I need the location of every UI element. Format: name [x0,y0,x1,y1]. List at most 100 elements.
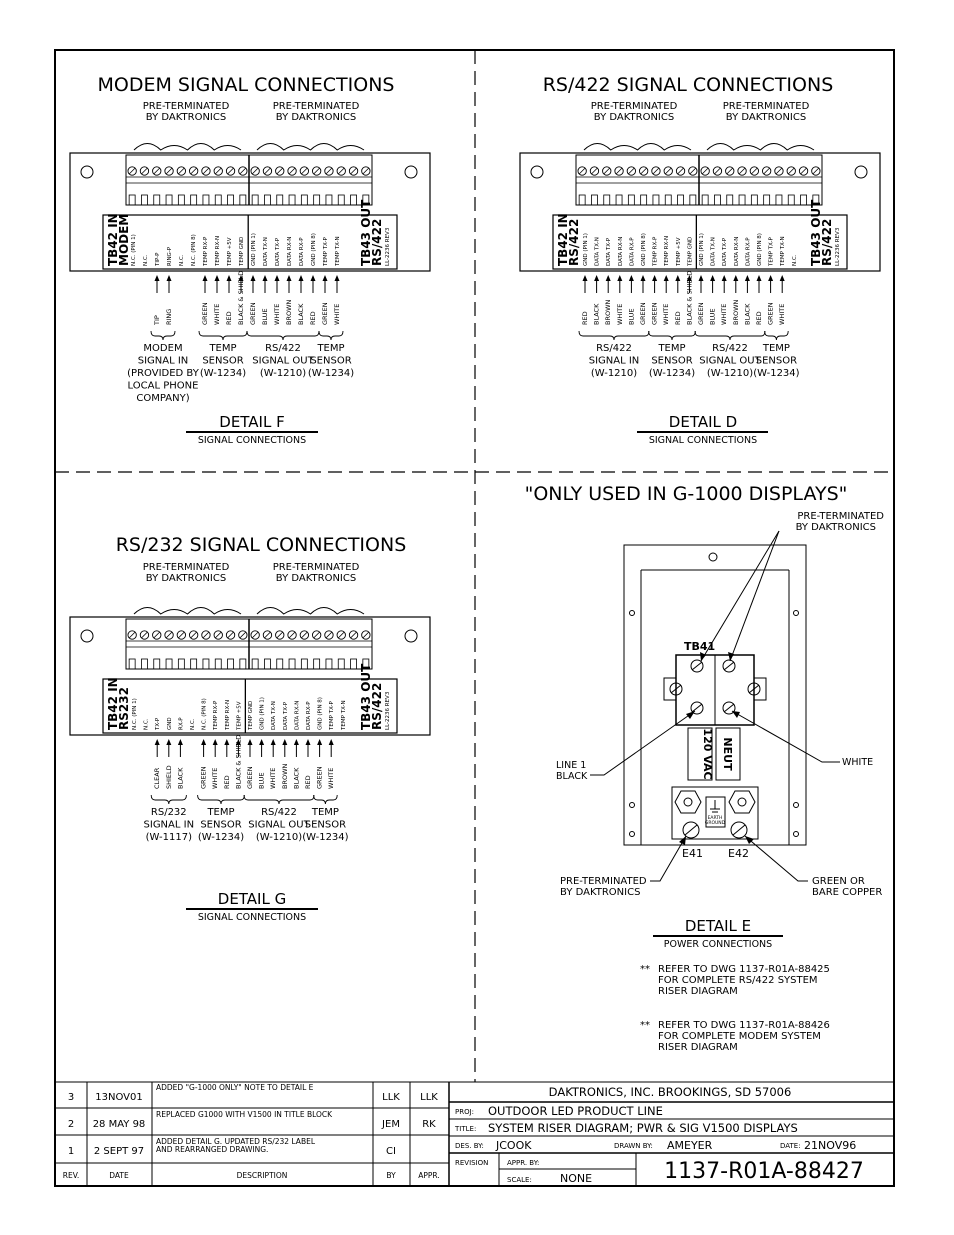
terminal-pin [227,658,234,670]
detail-d-rs422: RS/422 SIGNAL CONNECTIONS PRE-TERMINATED… [519,74,881,446]
earth-ground-icon [710,800,720,813]
terminal-screw [762,166,772,176]
wire-color-label: BLACK [292,767,300,789]
board-outline [69,616,431,736]
terminal-screw [577,166,587,176]
screw-slot [714,167,721,175]
terminal-pin [313,658,321,670]
screw-slot [677,167,684,175]
group-brace [198,330,248,341]
arrow-head [286,275,292,281]
terminal-label: DATA TX-N [271,701,277,730]
reference-note-1: ** REFER TO DWG 1137-R01A-88425 FOR COMP… [640,964,830,997]
arrow-head [177,739,183,745]
wire-color-label: GREEN [321,302,329,325]
group-caption: TEMP [316,343,344,354]
screw-slot [178,167,185,175]
group-brace [246,330,320,341]
mount-hole [629,610,635,616]
note-line: RISER DIAGRAM [658,1042,738,1053]
terminal-screw [336,630,346,640]
terminal-pin [763,194,771,206]
wire-color-label: GREEN [651,302,659,325]
terminal-label: GND (PIN 1) [251,233,257,266]
arrow-head [721,275,727,281]
terminal-pin [337,194,345,206]
group-caption: SENSOR [756,356,797,367]
screw-slot [615,167,623,175]
screw-slot [800,167,807,175]
screw-slot [239,167,247,175]
terminal-screw [602,166,612,176]
group-brace [318,330,344,341]
terminal-screw [188,166,199,176]
arrow-head [262,275,268,281]
wire-color-label: BLUE [627,308,635,325]
wire-color-label: BLACK [743,303,751,325]
terminal-pin [214,658,222,670]
terminal-label: DATA TX-P [606,237,612,266]
pre-terminated-cable [133,607,242,615]
wire-color-label: RED [755,311,763,325]
date-cell: 2 SEPT 97 [94,1146,144,1157]
pre-terminated-right-2: BY DAKTRONICS [726,112,806,123]
g1000-note-heading: "ONLY USED IN G-1000 DISPLAYS" [525,483,848,505]
neut-label: NEUT [721,737,734,771]
terminal-pin [652,194,660,206]
screw-slot [362,167,370,175]
terminal-screw [164,630,174,640]
terminal-pin [239,658,247,670]
group-caption: RS/422 [265,343,301,354]
arrow-head [328,739,334,745]
terminal-pin [337,658,345,670]
arrow-head [154,275,160,281]
board-outline [69,152,431,272]
e42-label: E42 [728,847,749,860]
pre-terminated-cable [706,143,815,151]
terminal-pin [350,658,357,670]
green-copper-label: GREEN OR [812,876,865,887]
group-caption: TEMP [206,807,234,818]
arrow-head [710,275,716,281]
arrow-head [293,739,299,745]
mount-hole [629,831,635,837]
screw-slot [787,167,795,175]
board-part-number: LL-2236 REV3 [385,227,391,266]
terminal-label: GND (PIN 8) [311,233,317,266]
detail-e-power: "ONLY USED IN G-1000 DISPLAYS" PRE-TERMI… [525,483,885,1053]
terminal-screw [262,630,273,640]
arrow-head [202,275,208,281]
terminal-label: TEMP TX-N [780,236,786,267]
appr-label: APPR. BY: [507,1159,539,1167]
screw-slot [128,167,136,175]
terminal-pin [153,194,161,206]
terminal-screw [238,630,248,640]
terminal-label: TEMP GND [239,237,245,267]
terminal-pin [141,658,148,670]
rev-cell: 3 [68,1092,74,1103]
group-caption: SIGNAL IN [589,356,640,367]
terminal-label: GND (PIN 8) [757,233,763,266]
terminal-pin [591,194,598,206]
header-by: BY [386,1171,396,1180]
terminal-pin [128,194,136,206]
terminal-screw [311,166,322,176]
terminal-pin [750,194,758,206]
by-cell: CI [386,1146,396,1157]
terminal-label: DATA TX-N [595,237,601,266]
drawn-label: DRAWN BY: [614,1142,653,1150]
arrow-head [317,739,323,745]
terminal-pin [288,658,296,670]
group-caption: TEMP [311,807,339,818]
e41-label: E41 [682,847,703,860]
desc-cell: AND REARRANGED DRAWING. [156,1145,268,1154]
tb41-screw [690,659,704,673]
reference-note-2: ** REFER TO DWG 1137-R01A-88426 FOR COMP… [640,1020,830,1053]
terminal-pin [177,194,185,206]
terminal-pin [603,194,611,206]
screw-slot [288,167,296,175]
terminal-label: TEMP GND [687,237,693,267]
header-date: DATE [109,1171,129,1180]
vac-label: 120 VAC [701,728,714,779]
detail-f-sub: SIGNAL CONNECTIONS [198,435,306,446]
